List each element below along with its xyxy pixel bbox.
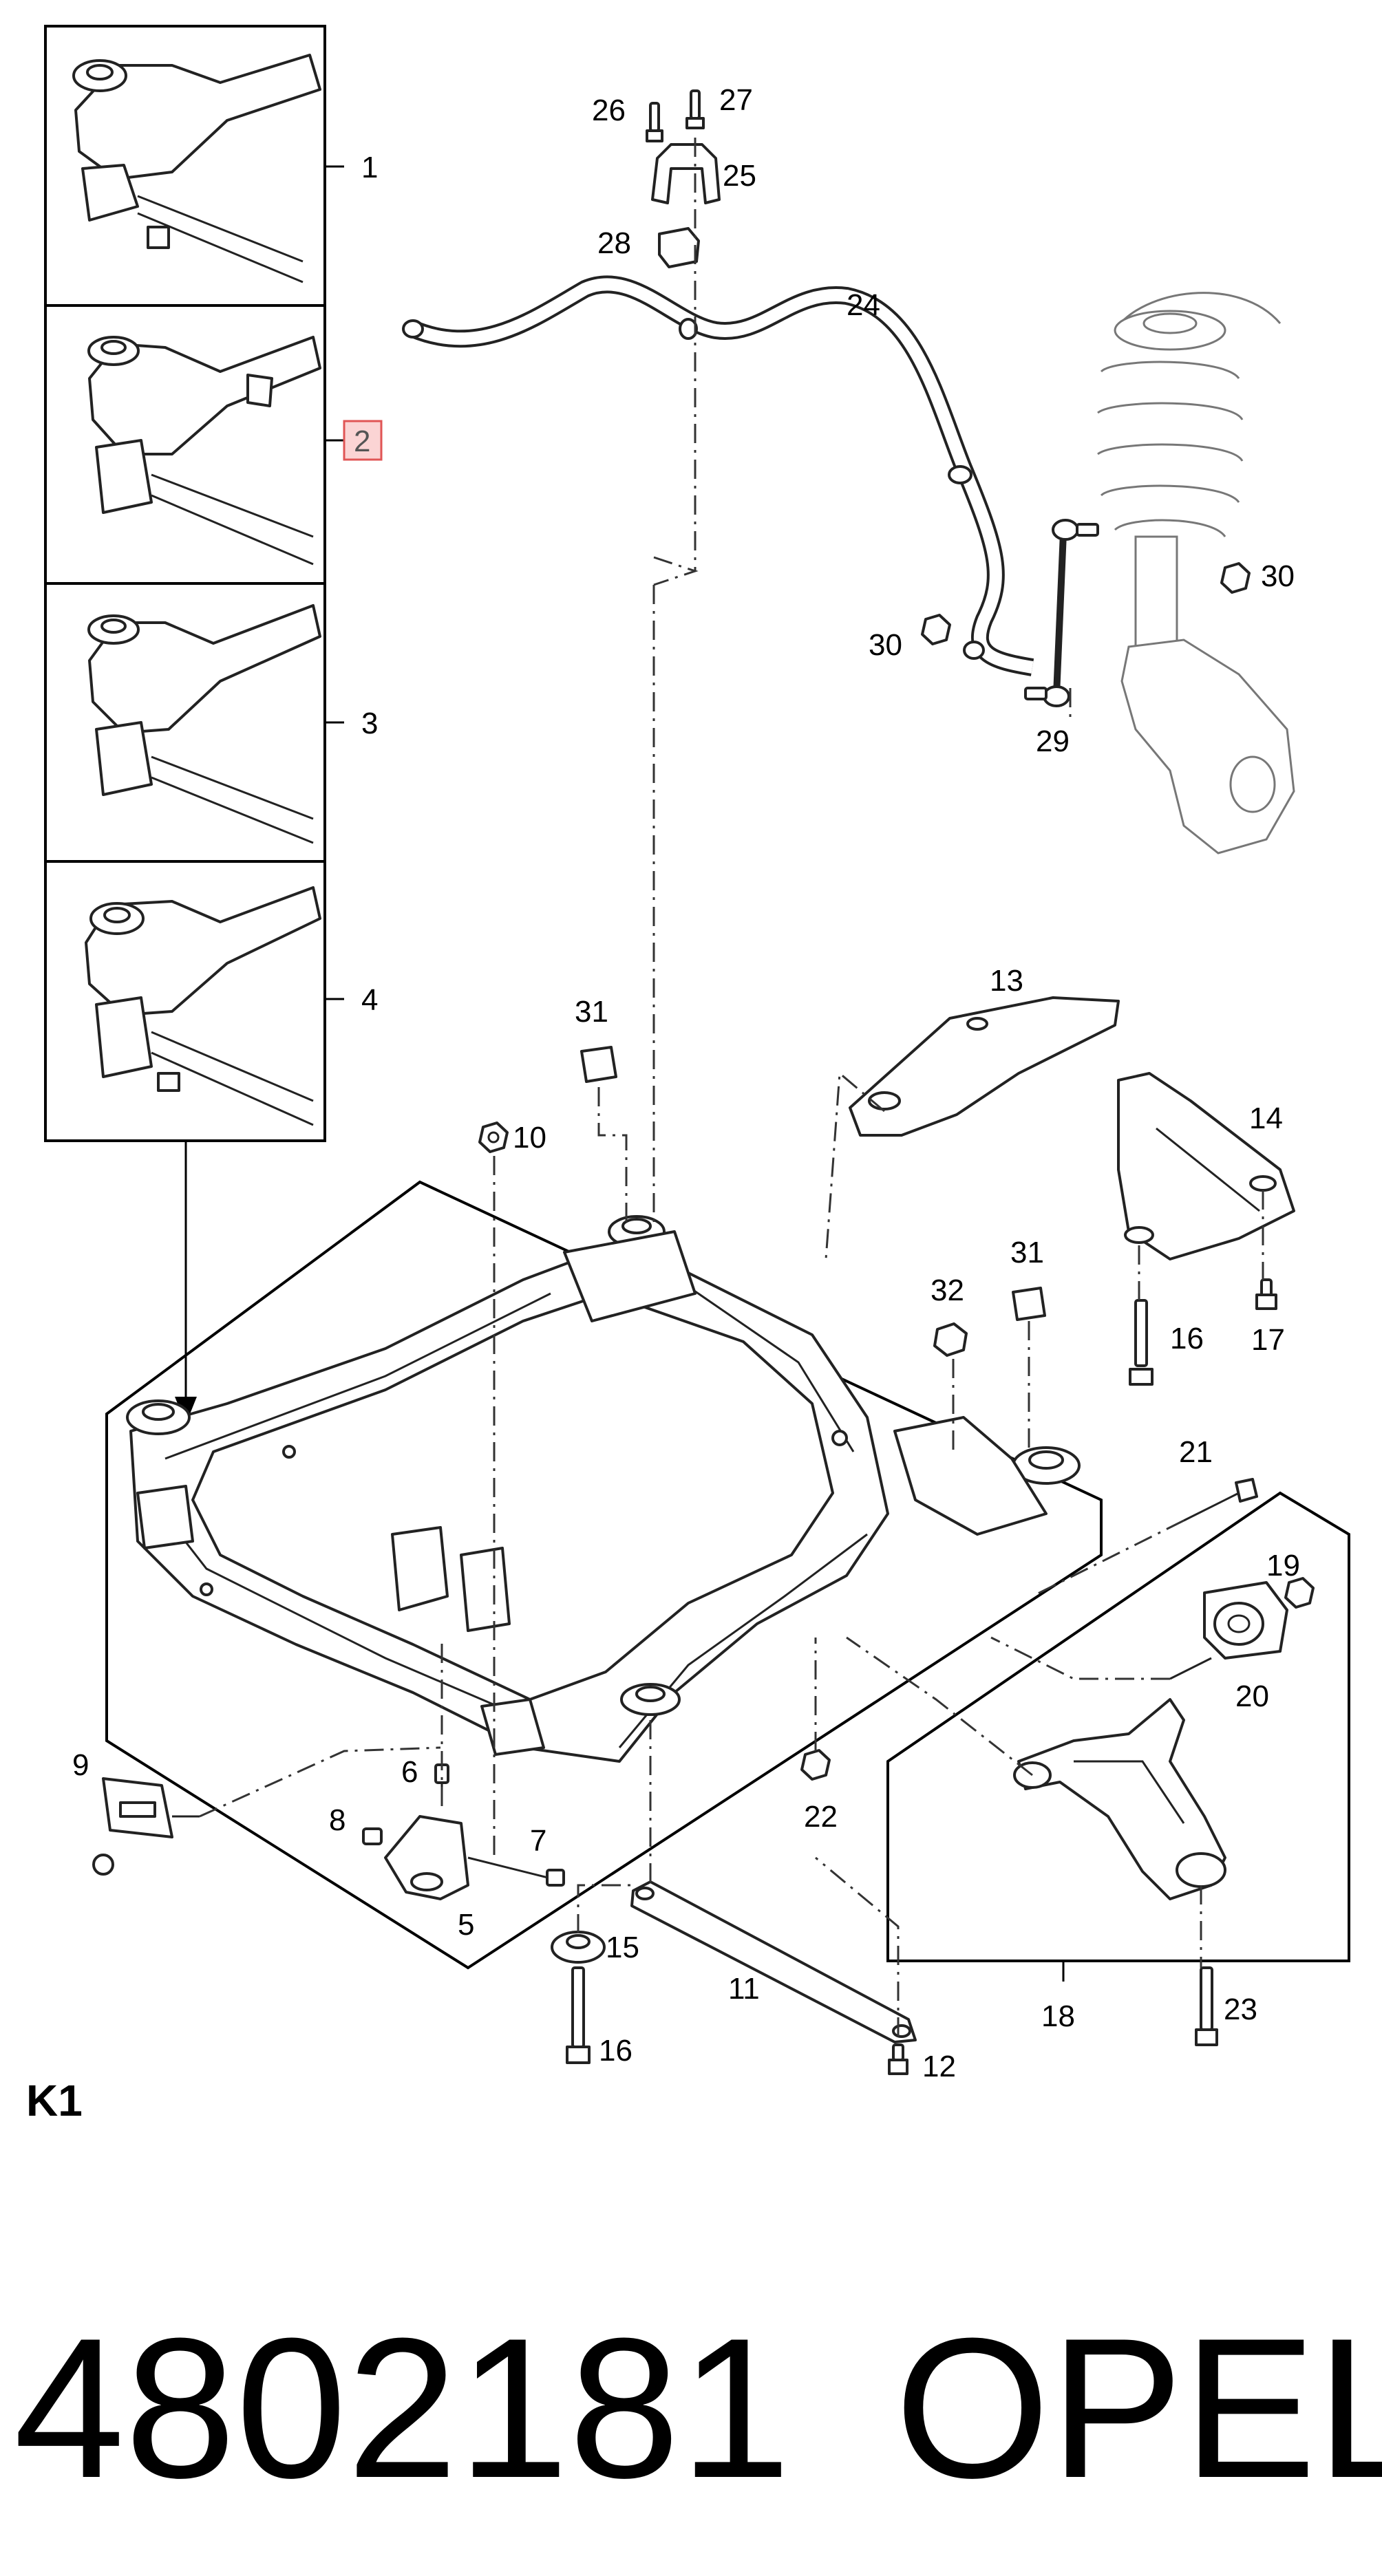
callout-18: 18: [1041, 1999, 1075, 2033]
callout-16b: 16: [1170, 1322, 1204, 1355]
callout-31a: 31: [575, 995, 608, 1029]
bushing-20[interactable]: [1203, 1581, 1288, 1660]
nut-19[interactable]: [1284, 1577, 1315, 1609]
callout-17: 17: [1251, 1323, 1285, 1357]
variant-panel-1[interactable]: 1: [72, 54, 378, 283]
front-subframe[interactable]: [126, 1215, 1081, 1763]
callout-26: 26: [592, 94, 626, 127]
bolt-17[interactable]: [1255, 1278, 1277, 1310]
callout-7: 7: [530, 1824, 546, 1858]
stabilizer-bar-24[interactable]: [402, 275, 1034, 676]
brand-name: OPEL: [895, 2297, 1382, 2520]
tie-bar-11[interactable]: [630, 1880, 917, 2043]
part-number: 4802181: [14, 2297, 791, 2520]
callout-30b: 30: [1261, 559, 1295, 593]
bolt-16-right[interactable]: [1129, 1299, 1154, 1386]
callout-3: 3: [361, 707, 378, 740]
callout-14: 14: [1249, 1102, 1283, 1135]
bolt-7[interactable]: [467, 1856, 565, 1887]
nut-30-right[interactable]: [1220, 562, 1251, 594]
callout-15: 15: [606, 1931, 639, 1964]
callout-4: 4: [361, 983, 378, 1017]
bolt-12[interactable]: [888, 2043, 908, 2075]
callout-32: 32: [931, 1274, 964, 1307]
nut-8[interactable]: [362, 1827, 383, 1845]
callout-8: 8: [329, 1803, 346, 1837]
bracket-14[interactable]: [1117, 1072, 1295, 1260]
nut-10[interactable]: [478, 1121, 509, 1153]
callout-30a: 30: [869, 628, 902, 662]
nut-32[interactable]: [933, 1322, 968, 1357]
variant-panel-4[interactable]: 4: [85, 886, 378, 1126]
callout-16a: 16: [599, 2034, 632, 2068]
clip-near-6[interactable]: [480, 1698, 545, 1756]
callout-25: 25: [723, 159, 756, 193]
variant-panel-2[interactable]: 2: [87, 336, 383, 566]
bolt-26[interactable]: [646, 102, 663, 142]
bushing-28[interactable]: [658, 227, 700, 268]
callout-24: 24: [847, 288, 880, 322]
block-label: K1: [26, 2076, 83, 2125]
callout-20: 20: [1235, 1679, 1269, 1713]
variant-panels: 1 2 3: [44, 25, 383, 1424]
selected-callout-2[interactable]: 2: [343, 420, 383, 461]
bolt-21[interactable]: [1183, 1478, 1258, 1522]
callout-21: 21: [1179, 1435, 1213, 1469]
stabilizer-link-29[interactable]: [1024, 519, 1099, 707]
callout-28: 28: [597, 226, 631, 260]
nut-30-left[interactable]: [921, 614, 951, 645]
callout-27: 27: [719, 83, 753, 117]
callout-22: 22: [804, 1800, 838, 1834]
callout-11: 11: [728, 1972, 760, 2006]
callout-1: 1: [361, 151, 378, 184]
control-arm-18[interactable]: [1013, 1698, 1226, 1900]
strut-assembly: [1097, 292, 1295, 855]
clamp-25[interactable]: [651, 143, 721, 204]
shield-13[interactable]: [849, 996, 1120, 1137]
callout-6: 6: [401, 1755, 418, 1789]
variant-panel-3[interactable]: 3: [87, 604, 378, 844]
callout-13: 13: [990, 964, 1023, 998]
callout-9: 9: [72, 1748, 89, 1782]
callout-23: 23: [1224, 1993, 1257, 2026]
assembly-lines: [199, 138, 1264, 2037]
washer-15[interactable]: [551, 1931, 606, 1964]
bolt-27[interactable]: [685, 89, 705, 129]
control-arm-group: 20 19: [886, 1491, 1350, 1962]
clip-31-right[interactable]: [1012, 1287, 1046, 1321]
callout-29: 29: [1036, 724, 1070, 758]
bolt-22[interactable]: [800, 1749, 831, 1781]
callout-5: 5: [458, 1908, 474, 1942]
callout-31b: 31: [1010, 1236, 1044, 1269]
bracket-9[interactable]: [92, 1777, 200, 1876]
bolt-23[interactable]: [1195, 1966, 1218, 2046]
bolt-shaft-20[interactable]: [1169, 1657, 1212, 1680]
clip-31-upper[interactable]: [580, 1046, 617, 1083]
bracket-5[interactable]: [384, 1815, 469, 1900]
bolt-16-left[interactable]: [566, 1966, 591, 2064]
callout-12: 12: [922, 2050, 956, 2083]
subframe-group: 5 6 7 8 32 31: [105, 1180, 1103, 1970]
callout-10: 10: [513, 1121, 546, 1155]
callout-19: 19: [1266, 1549, 1300, 1582]
callout-2: 2: [354, 425, 370, 458]
